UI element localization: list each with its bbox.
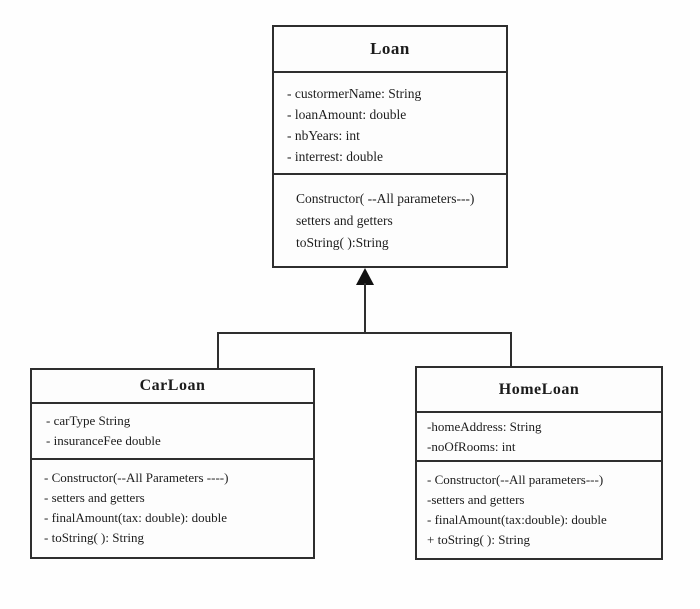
- connector-arrow-line: [364, 283, 366, 334]
- attribute-line: - custormerName: String: [287, 86, 422, 101]
- connector-left-line: [217, 332, 219, 368]
- attribute-line: -noOfRooms: int: [427, 439, 516, 454]
- method-line: setters and getters: [296, 213, 393, 228]
- attribute-line: - insuranceFee double: [46, 433, 161, 448]
- method-line: - finalAmount(tax:double): double: [427, 512, 607, 527]
- method-line: - Constructor(--All parameters---): [427, 472, 604, 487]
- attribute-line: -homeAddress: String: [427, 419, 542, 434]
- connector-right-line: [510, 332, 512, 368]
- homeloan-methods-compartment: - Constructor(--All parameters---) -sett…: [417, 462, 661, 558]
- homeloan-attributes-compartment: -homeAddress: String -noOfRooms: int: [417, 413, 661, 462]
- carloan-class-box: CarLoan - carType String - insuranceFee …: [30, 368, 315, 559]
- method-line: -setters and getters: [427, 492, 525, 507]
- loan-attributes-compartment: - custormerName: String - loanAmount: do…: [274, 73, 506, 175]
- carloan-attributes-compartment: - carType String - insuranceFee double: [32, 404, 313, 460]
- homeloan-class-title: HomeLoan: [417, 368, 661, 413]
- carloan-class-title: CarLoan: [32, 370, 313, 404]
- method-line: - finalAmount(tax: double): double: [44, 510, 228, 525]
- method-line: + toString( ): String: [427, 532, 531, 547]
- method-line: - setters and getters: [44, 490, 145, 505]
- method-line: - Constructor(--All Parameters ----): [44, 470, 229, 485]
- attribute-line: - nbYears: int: [287, 128, 360, 143]
- method-line: Constructor( --All parameters---): [296, 191, 475, 206]
- homeloan-class-box: HomeLoan -homeAddress: String -noOfRooms…: [415, 366, 663, 560]
- attribute-line: - loanAmount: double: [287, 107, 407, 122]
- method-line: toString( ):String: [296, 235, 389, 250]
- method-line: - toString( ): String: [44, 530, 145, 545]
- generalization-arrowhead-icon: [356, 268, 374, 285]
- attribute-line: - carType String: [46, 413, 131, 428]
- attribute-line: - interrest: double: [287, 149, 383, 164]
- loan-methods-compartment: Constructor( --All parameters---) setter…: [274, 175, 506, 266]
- loan-class-box: Loan - custormerName: String - loanAmoun…: [272, 25, 508, 268]
- carloan-methods-compartment: - Constructor(--All Parameters ----) - s…: [32, 460, 313, 557]
- loan-class-title: Loan: [274, 27, 506, 73]
- connector-horizontal-line: [218, 332, 512, 334]
